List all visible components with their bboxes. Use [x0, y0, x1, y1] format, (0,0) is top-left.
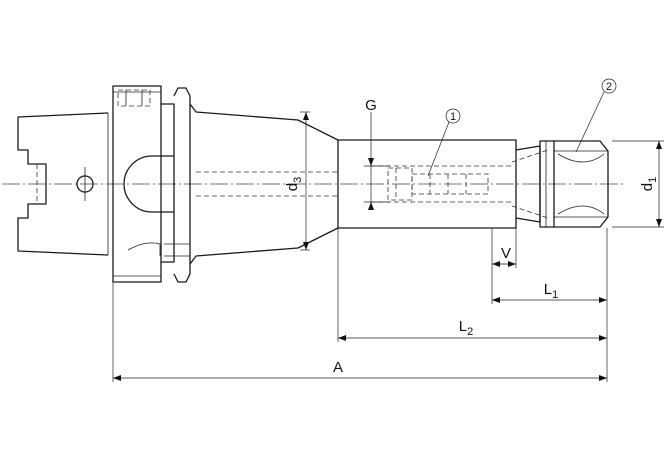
callout-1: 1 — [427, 108, 461, 177]
label-l2: L2 — [459, 318, 473, 338]
callout-2-number: 2 — [606, 81, 612, 93]
label-l1: L1 — [544, 281, 558, 301]
label-a: A — [333, 359, 343, 376]
cone-body — [189, 103, 339, 265]
label-d3: d3 — [284, 177, 304, 191]
dimension-l2: L2 — [338, 318, 607, 341]
dimension-d3: d3 — [284, 111, 310, 251]
hsk-taper — [17, 112, 109, 256]
callout-1-number: 1 — [450, 111, 456, 123]
label-d1: d1 — [639, 177, 659, 191]
label-v: V — [501, 245, 511, 262]
dimension-g: G — [364, 97, 390, 210]
extension-shaft — [337, 139, 549, 229]
dimension-l1: L1 — [492, 281, 607, 303]
dimension-d1: d1 — [612, 140, 664, 228]
clamping-nut — [515, 140, 609, 228]
label-g: G — [365, 97, 377, 114]
dimension-v: V — [492, 245, 516, 267]
callout-2: 2 — [575, 78, 617, 153]
flange — [112, 85, 191, 283]
internal-screw — [387, 167, 413, 201]
dimension-a: A — [113, 359, 607, 381]
